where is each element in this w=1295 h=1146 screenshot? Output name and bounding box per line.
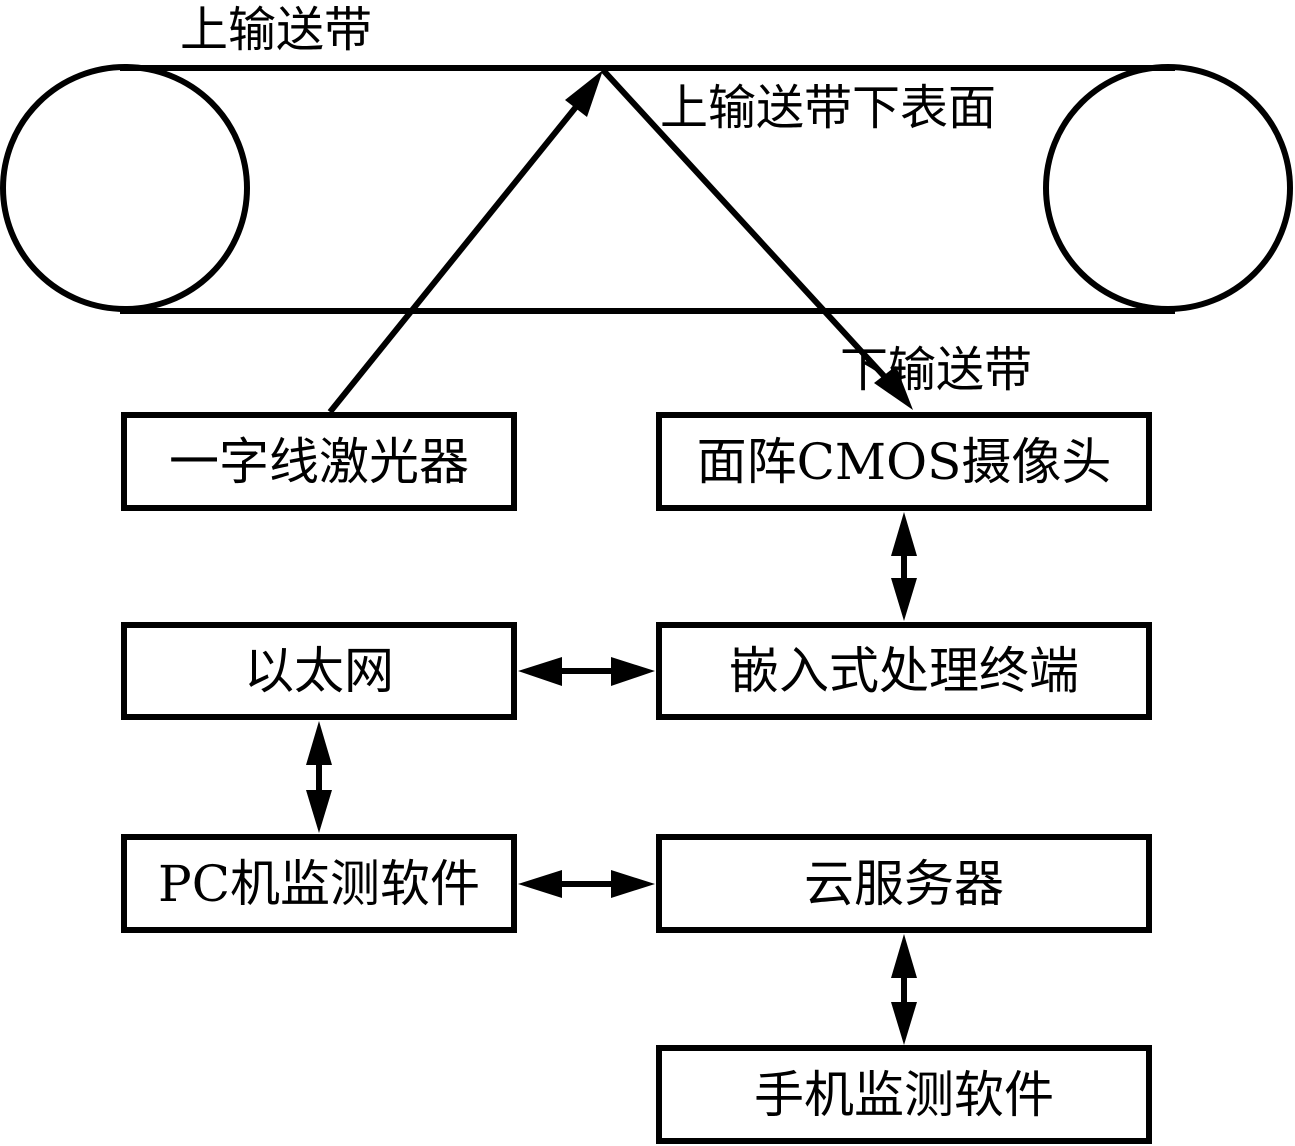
arrowhead-icon [518,657,562,686]
arrowhead-icon [891,1002,917,1045]
left-roller [0,64,250,312]
right-roller [1043,64,1293,312]
arrowhead-icon [306,721,332,765]
pc-cloud-arrow [518,870,655,898]
mobile-software-box: 手机监测软件 [656,1045,1152,1144]
arrowhead-icon [891,934,917,978]
camera-terminal-arrow [891,512,917,621]
cloud-mobile-arrow [891,934,917,1045]
arrowhead-icon [306,790,332,833]
upper-belt-lower-surface-label: 上输送带下表面 [660,80,997,136]
reflected-beam-arrow [600,67,913,410]
camera-box-label: 面阵CMOS摄像头 [696,432,1112,491]
arrowhead-icon [611,870,655,898]
arrowhead-icon [891,578,917,621]
arrowhead-icon [565,70,603,117]
ethernet-pc-arrow [306,721,332,833]
arrowhead-icon [874,366,913,410]
mobile-software-box-label: 手机监测软件 [754,1065,1054,1124]
ethernet-terminal-arrow [518,657,655,686]
arrowhead-icon [891,512,917,556]
lower-belt-label: 下输送带 [840,342,1033,398]
pc-software-box-label: PC机监测软件 [158,854,480,913]
camera-box: 面阵CMOS摄像头 [656,412,1152,511]
cloud-server-box: 云服务器 [656,834,1152,933]
laser-box: 一字线激光器 [121,412,517,511]
ethernet-box: 以太网 [121,622,517,720]
ethernet-box-label: 以太网 [244,642,394,700]
arrowhead-icon [518,870,562,898]
laser-box-label: 一字线激光器 [169,432,469,491]
arrowhead-icon [611,657,655,686]
cloud-server-box-label: 云服务器 [804,854,1004,913]
laser-beam-arrow [327,70,603,414]
conveyor-belt [0,64,1293,314]
embedded-terminal-box-label: 嵌入式处理终端 [729,642,1079,700]
embedded-terminal-box: 嵌入式处理终端 [656,622,1152,720]
upper-belt-label: 上输送带 [180,2,373,58]
pc-software-box: PC机监测软件 [121,834,517,933]
